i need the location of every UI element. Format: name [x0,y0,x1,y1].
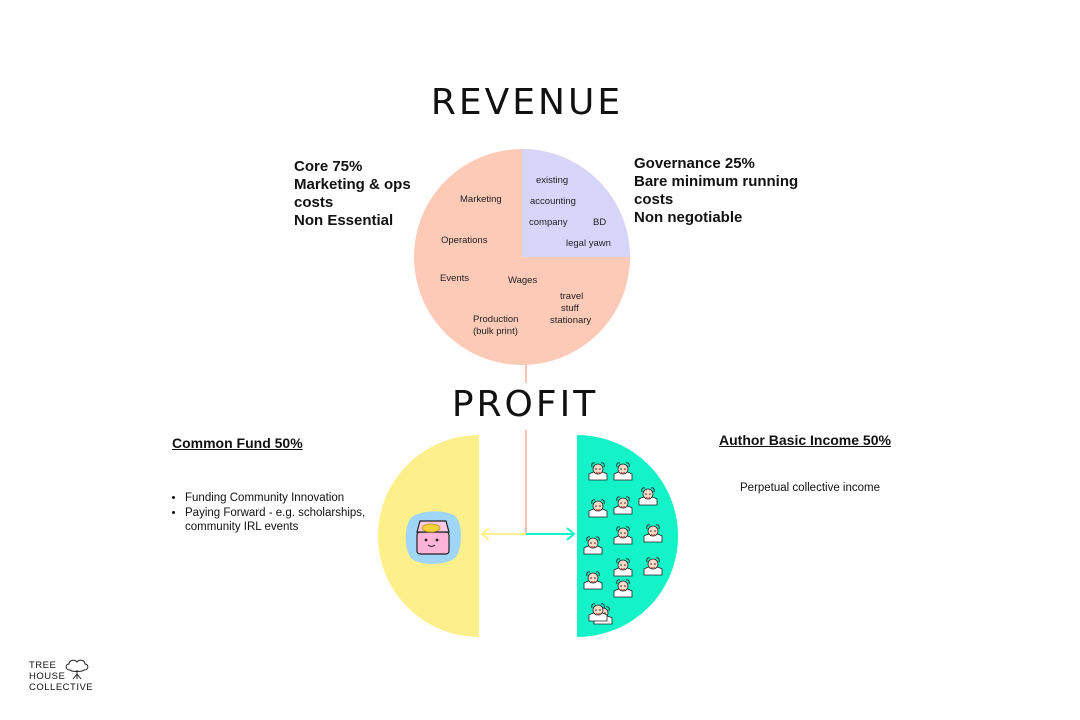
common-fund-heading: Common Fund 50% [172,435,303,451]
common-fund-list: Funding Community Innovation Paying Forw… [170,491,385,535]
logo-line: TREE [29,660,57,671]
logo-line: COLLECTIVE [29,682,94,693]
treasure-chest-icon [405,511,461,564]
core-line: costs [294,194,334,211]
revenue-pie [414,149,630,365]
pie-label-production: Production [473,314,518,325]
core-line: Marketing & ops [294,176,411,193]
author-income-description: Perpetual collective income [740,482,880,494]
list-item: Funding Community Innovation [185,491,385,505]
governance-line: Non negotiable [634,209,743,226]
logo-line: HOUSE [29,671,66,682]
pie-label-accounting: accounting [530,196,576,207]
pie-label-marketing: Marketing [460,194,502,205]
pie-label-company: company [529,217,568,228]
pie-slice-governance [522,149,630,257]
list-item: Paying Forward - e.g. scholarships, comm… [185,506,385,534]
governance-line: Bare minimum running [634,173,799,190]
revenue-title: REVENUE [430,82,624,123]
pie-label-legal: legal yawn [566,238,611,249]
tree-icon [65,659,89,680]
governance-line: costs [634,191,674,208]
author-income-heading: Author Basic Income 50% [719,432,891,448]
pie-label-stuff: stuff [561,303,579,314]
core-line: Non Essential [294,212,394,229]
core-description: Core 75% Marketing & ops costs Non Essen… [294,158,411,230]
pie-label-events: Events [440,273,469,284]
pie-label-travel: travel [560,291,583,302]
arrow-to-author-income [526,527,576,541]
governance-description: Governance 25% Bare minimum running cost… [634,155,798,227]
arrow-to-common-fund [480,527,526,541]
pie-label-bd: BD [593,217,606,228]
pie-label-wages: Wages [508,275,537,286]
pie-label-operations: Operations [441,235,488,246]
core-line: Core 75% [294,158,363,175]
pie-label-stationary: stationary [550,315,591,326]
pie-label-bulk-print: (bulk print) [473,326,518,337]
logo-text: TREE HOUSE COLLECTIVE [29,660,93,693]
governance-line: Governance 25% [634,155,755,172]
pie-label-existing: existing [536,175,568,186]
profit-title: PROFIT [451,384,599,425]
